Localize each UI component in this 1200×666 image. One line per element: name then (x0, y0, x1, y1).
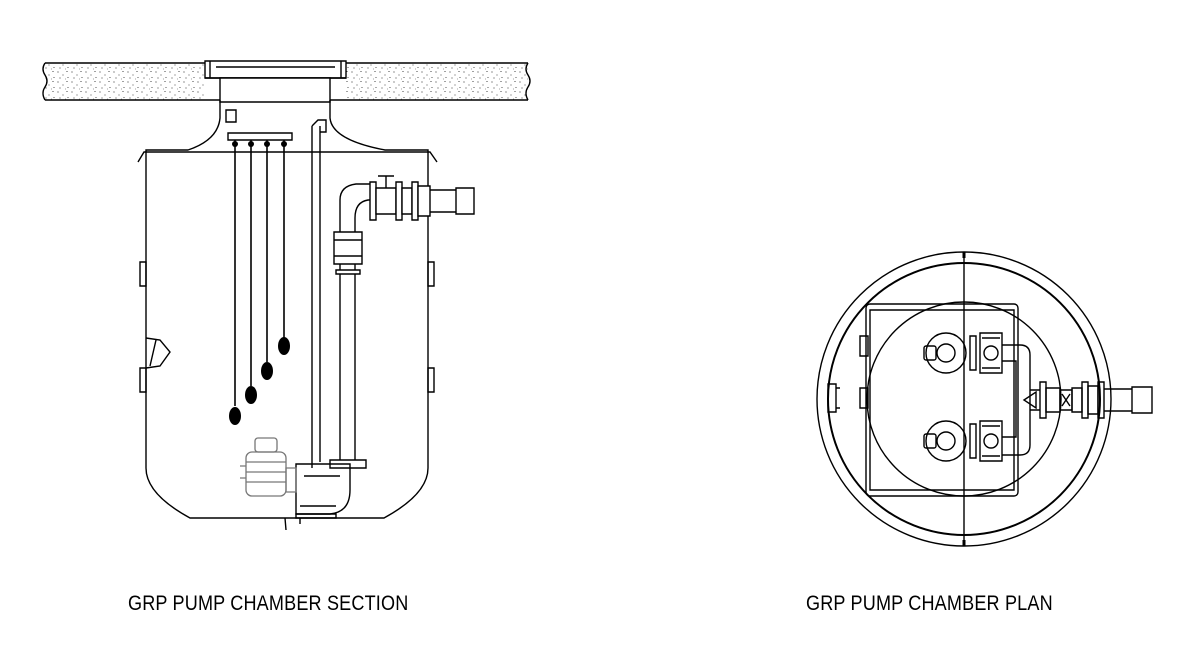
plan-caption: GRP PUMP CHAMBER PLAN (806, 592, 1053, 615)
plan-pump-1 (924, 333, 1002, 373)
gate-valve-icon (370, 176, 474, 220)
plan-outlet-valves (1040, 382, 1152, 418)
rising-main (330, 184, 370, 468)
duckfoot-bend (296, 464, 350, 514)
inlet-spigot (146, 338, 170, 368)
ground-slab (43, 63, 530, 100)
submersible-pump-icon (240, 438, 296, 496)
float-bracket (228, 133, 292, 140)
chamber-base (285, 518, 300, 530)
section-caption: GRP PUMP CHAMBER SECTION (128, 592, 409, 615)
valve-frame (866, 304, 1018, 496)
float-switch-icon (229, 141, 290, 425)
chamber-shell (146, 100, 428, 518)
chamber-rim (138, 152, 437, 162)
float-switches (235, 140, 284, 406)
plan-pump-2 (924, 421, 1002, 461)
pump-chamber-plan (817, 252, 1152, 546)
access-cover-frame (205, 61, 346, 102)
side-lugs (140, 262, 434, 392)
pump-chamber-section (43, 61, 530, 530)
manifold (1002, 345, 1040, 455)
guide-rail (312, 120, 326, 468)
